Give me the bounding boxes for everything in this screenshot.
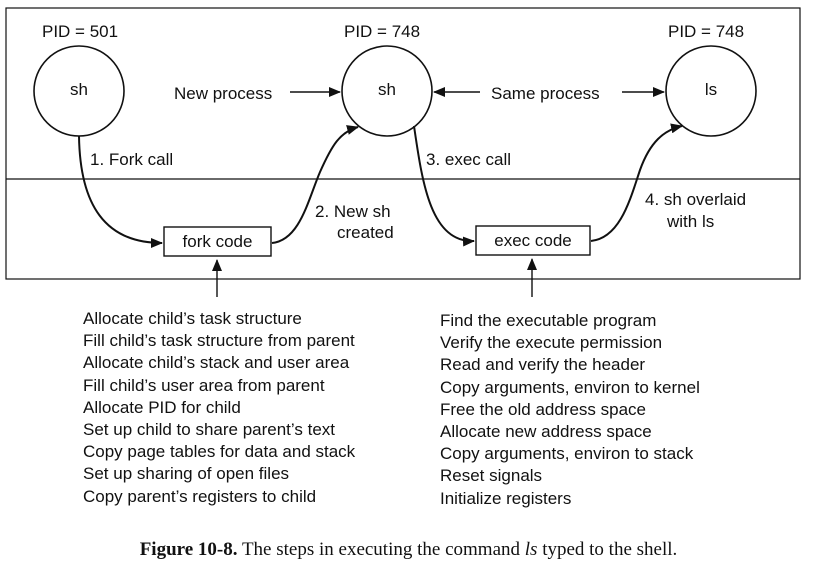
new-sh-label-line1: 2. New sh	[315, 202, 391, 221]
exec-step: Reset signals	[440, 466, 543, 486]
exec-steps-list: Find the executable program Verify the e…	[440, 310, 700, 510]
fork-code-box	[163, 226, 272, 257]
new-process-label: New process	[174, 84, 273, 103]
exec-call-arrow	[413, 125, 475, 247]
exec-step: Initialize registers	[440, 488, 572, 508]
fork-step: Allocate child’s task structure	[83, 309, 302, 328]
caption-command: ls	[524, 539, 538, 560]
fork-step: Allocate PID for child	[83, 397, 241, 417]
fork-call-label: 1. Fork call	[90, 150, 174, 169]
fork-step: Allocate child’s stack and user area	[83, 353, 350, 373]
exec-step: Verify the execute permission	[440, 333, 663, 353]
figure-number: Figure 10-8.	[139, 539, 238, 560]
fork-step: Copy parent’s registers to child	[83, 486, 317, 506]
process-name-middle: sh	[378, 80, 396, 99]
exec-step: Allocate new address space	[440, 422, 652, 442]
fork-code-label: fork code	[182, 232, 253, 251]
fork-step: Fill child’s user area from parent	[83, 375, 325, 395]
process-circle-pid748-sh	[341, 45, 433, 137]
new-sh-created-arrow	[271, 125, 359, 244]
fork-step: Set up child to share parent’s text	[83, 420, 336, 440]
exec-step: Free the old address space	[440, 399, 647, 419]
pid-label-middle: PID = 748	[344, 22, 421, 41]
exec-step: Find the executable program	[440, 311, 657, 330]
fork-call-arrow	[78, 135, 163, 248]
overlaid-arrow	[590, 123, 683, 242]
fork-step: Set up sharing of open files	[83, 464, 290, 484]
process-name-right: ls	[704, 80, 718, 99]
process-name-left: sh	[70, 80, 88, 99]
fork-steps-list: Allocate child’s task structure Fill chi…	[83, 308, 355, 508]
figure-caption: Figure 10-8. The steps in executing the …	[0, 539, 817, 561]
outer-frame	[5, 7, 801, 280]
same-process-label: Same process	[491, 84, 600, 103]
exec-step: Copy arguments, environ to kernel	[440, 377, 700, 397]
overlaid-label-line2: with ls	[667, 212, 715, 231]
fork-step: Fill child’s task structure from parent	[83, 331, 355, 351]
process-circle-pid748-ls	[665, 45, 757, 137]
overlaid-label-line1: 4. sh overlaid	[645, 190, 747, 209]
new-sh-label-line2: created	[337, 223, 394, 242]
exec-code-label: exec code	[494, 231, 572, 250]
exec-code-box	[475, 225, 591, 256]
caption-text-after: typed to the shell.	[542, 539, 678, 560]
pid-label-left: PID = 501	[42, 22, 119, 41]
pid-label-right: PID = 748	[668, 22, 745, 41]
exec-step: Read and verify the header	[440, 355, 646, 375]
caption-text-before: The steps in executing the command	[241, 539, 520, 560]
fork-step: Copy page tables for data and stack	[83, 442, 356, 462]
exec-step: Copy arguments, environ to stack	[440, 444, 694, 464]
exec-call-label: 3. exec call	[426, 150, 512, 169]
